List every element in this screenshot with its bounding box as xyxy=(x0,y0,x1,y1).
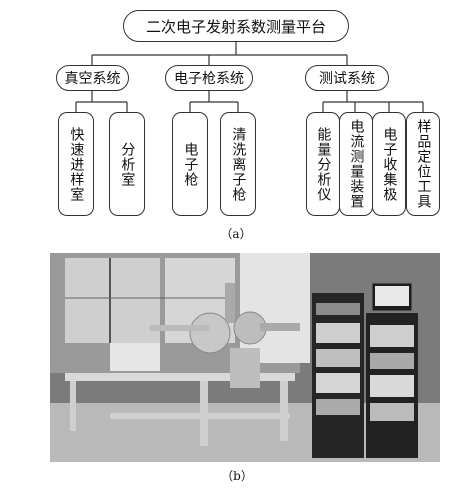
leaf-sample-positioning-tool: 样品定位工具 xyxy=(406,112,440,216)
group-test-label: 测试系统 xyxy=(319,71,375,87)
lab-equipment-illustration xyxy=(50,253,440,462)
leaf-current-measurement-label: 电流测量装置 xyxy=(348,119,365,209)
leaf-energy-analyzer-label: 能量分析仪 xyxy=(315,126,332,202)
group-vacuum-label: 真空系统 xyxy=(64,71,121,87)
leaf-current-measurement: 电流测量装置 xyxy=(339,112,373,216)
group-vacuum: 真空系统 xyxy=(56,65,129,91)
group-electron-gun-label: 电子枪系统 xyxy=(174,71,244,87)
leaf-cleaning-ion-gun: 清洗离子枪 xyxy=(220,112,256,216)
root-node: 二次电子发射系数测量平台 xyxy=(123,10,349,42)
caption-a: （a） xyxy=(220,227,252,241)
group-test: 测试系统 xyxy=(305,65,389,91)
leaf-analysis-chamber: 分析室 xyxy=(109,112,145,216)
leaf-sample-positioning-tool-label: 样品定位工具 xyxy=(415,119,432,209)
leaf-electron-collector: 电子收集极 xyxy=(372,112,406,216)
leaf-fast-load-chamber-label: 快速进样室 xyxy=(68,126,85,202)
lab-equipment-photo xyxy=(50,253,440,462)
leaf-fast-load-chamber: 快速进样室 xyxy=(58,112,94,216)
leaf-cleaning-ion-gun-label: 清洗离子枪 xyxy=(230,126,247,202)
leaf-electron-collector-label: 电子收集极 xyxy=(381,126,398,202)
caption-b: （b） xyxy=(221,469,253,483)
leaf-analysis-chamber-label: 分析室 xyxy=(119,141,136,187)
root-label: 二次电子发射系数测量平台 xyxy=(145,17,326,36)
leaf-electron-gun: 电子枪 xyxy=(172,112,208,216)
group-electron-gun: 电子枪系统 xyxy=(165,65,253,91)
leaf-electron-gun-label: 电子枪 xyxy=(182,141,199,187)
leaf-energy-analyzer: 能量分析仪 xyxy=(306,112,340,216)
